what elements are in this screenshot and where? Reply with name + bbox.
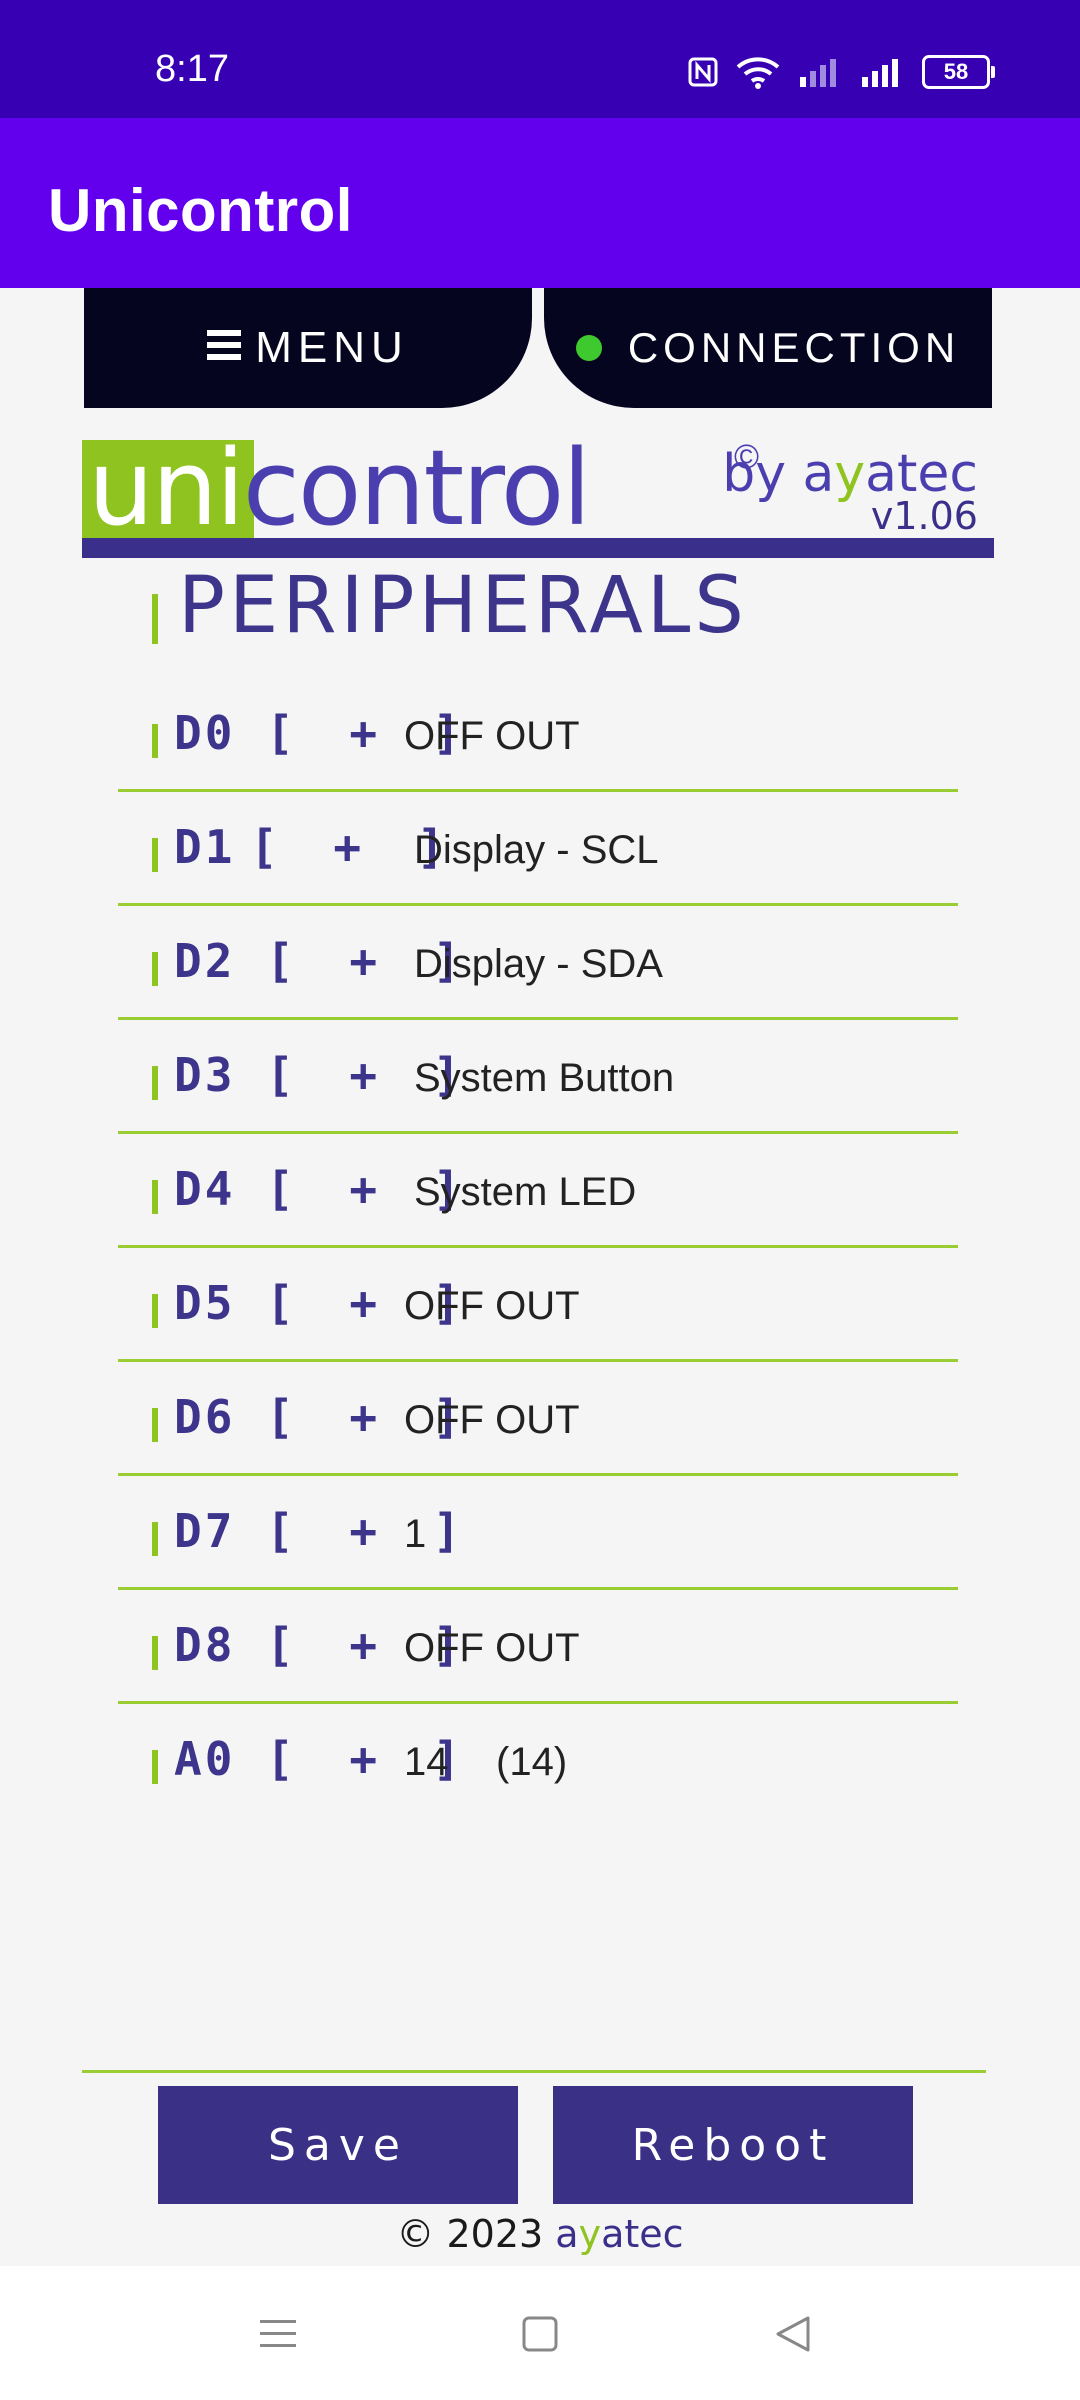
peripheral-row-d4: D4 [ + ] System LED [118, 1134, 958, 1248]
pin-value: OFF OUT [404, 1398, 580, 1442]
logo-wordmark: unicontrol [88, 436, 591, 549]
reboot-button[interactable]: Reboot [553, 2086, 913, 2204]
recents-icon[interactable] [254, 2310, 302, 2358]
peripheral-row-d6: D6 [ + ] OFF OUT [118, 1362, 958, 1476]
connection-label: CONNECTION [627, 324, 961, 371]
pin-label: D2 [174, 934, 236, 988]
status-time: 8:17 [155, 48, 229, 90]
expand-button[interactable]: [ + ] [266, 1732, 475, 1786]
signal-icon [860, 57, 904, 87]
pin-value: System LED [414, 1170, 637, 1214]
save-button[interactable]: Save [158, 2086, 518, 2204]
back-icon[interactable] [770, 2310, 818, 2358]
peripheral-row-d1: D1 [ + ] Display - SCL [118, 792, 958, 906]
expand-button[interactable]: [ + ] [266, 1390, 475, 1444]
expand-button[interactable]: [ + ] [266, 1162, 475, 1216]
peripheral-row-d0: D0 [ + ] OFF OUT [118, 678, 958, 792]
row-marker [152, 952, 158, 986]
logo-copyright: © [734, 438, 760, 476]
logo-uni-background [82, 440, 254, 538]
row-marker [152, 724, 158, 758]
app-bar: Unicontrol [0, 118, 1080, 288]
menu-button[interactable]: MENU [84, 288, 532, 408]
footer-divider [82, 2070, 986, 2073]
unicontrol-logo: unicontrol © by ayatec v1.06 [82, 436, 994, 558]
peripheral-row-d8: D8 [ + ] OFF OUT [118, 1590, 958, 1704]
pin-value: 14 [404, 1740, 449, 1784]
expand-button[interactable]: [ + ] [266, 1048, 475, 1102]
copyright-text: © 2023 ayatec [396, 2212, 684, 2256]
pin-value: OFF OUT [404, 1284, 580, 1328]
row-marker [152, 1636, 158, 1670]
peripheral-row-d5: D5 [ + ] OFF OUT [118, 1248, 958, 1362]
row-marker [152, 838, 158, 872]
row-marker [152, 1180, 158, 1214]
expand-button[interactable]: [ + ] [266, 1276, 475, 1330]
peripheral-row-d3: D3 [ + ] System Button [118, 1020, 958, 1134]
pin-raw-value: (14) [496, 1740, 568, 1784]
status-icons: 58 [688, 52, 995, 92]
peripheral-row-d7: D7 [ + ] 1 [118, 1476, 958, 1590]
expand-button[interactable]: [ + ] [266, 934, 475, 988]
pin-value: Display - SDA [414, 942, 663, 986]
pin-label: D1 [174, 820, 236, 874]
pin-value: OFF OUT [404, 1626, 580, 1670]
peripheral-row-d2: D2 [ + ] Display - SDA [118, 906, 958, 1020]
pin-value: 1 [404, 1512, 427, 1556]
pin-value: OFF OUT [404, 714, 580, 758]
peripheral-row-a0: A0 [ + ] 14 (14) [118, 1704, 958, 1815]
pin-label: D3 [174, 1048, 236, 1102]
pin-label: D8 [174, 1618, 236, 1672]
status-bar: 8:17 58 [0, 0, 1080, 118]
pin-label: D5 [174, 1276, 236, 1330]
pin-value: Display - SCL [414, 828, 659, 872]
section-title: PERIPHERALS [152, 567, 748, 645]
home-icon[interactable] [516, 2310, 564, 2358]
connection-button[interactable]: CONNECTION [544, 288, 992, 408]
pin-label: D0 [174, 706, 236, 760]
pin-label: A0 [174, 1732, 236, 1786]
row-marker [152, 1522, 158, 1556]
pin-value: System Button [414, 1056, 675, 1100]
expand-button[interactable]: [ + ] [250, 820, 459, 874]
logo-version: v1.06 [870, 494, 978, 538]
expand-button[interactable]: [ + ] [266, 706, 475, 760]
pin-label: D6 [174, 1390, 236, 1444]
nfc-icon [688, 57, 718, 87]
pin-label: D4 [174, 1162, 236, 1216]
logo-underline [82, 538, 994, 558]
wifi-icon [736, 55, 780, 89]
pin-label: D7 [174, 1504, 236, 1558]
menu-icon [207, 323, 242, 373]
system-navigation-bar [0, 2266, 1080, 2400]
row-marker [152, 1294, 158, 1328]
peripheral-list: D0 [ + ] OFF OUT D1 [ + ] Display - SCL … [118, 678, 958, 1815]
row-marker [152, 1066, 158, 1100]
connection-dot-icon [575, 335, 602, 361]
menu-label: MENU [255, 323, 409, 372]
signal-icon [798, 57, 842, 87]
row-marker [152, 1750, 158, 1784]
battery-icon: 58 [922, 55, 995, 89]
expand-button[interactable]: [ + ] [266, 1504, 475, 1558]
row-marker [152, 1408, 158, 1442]
logo-byline: by ayatec [722, 444, 978, 504]
app-title: Unicontrol [48, 177, 353, 244]
expand-button[interactable]: [ + ] [266, 1618, 475, 1672]
